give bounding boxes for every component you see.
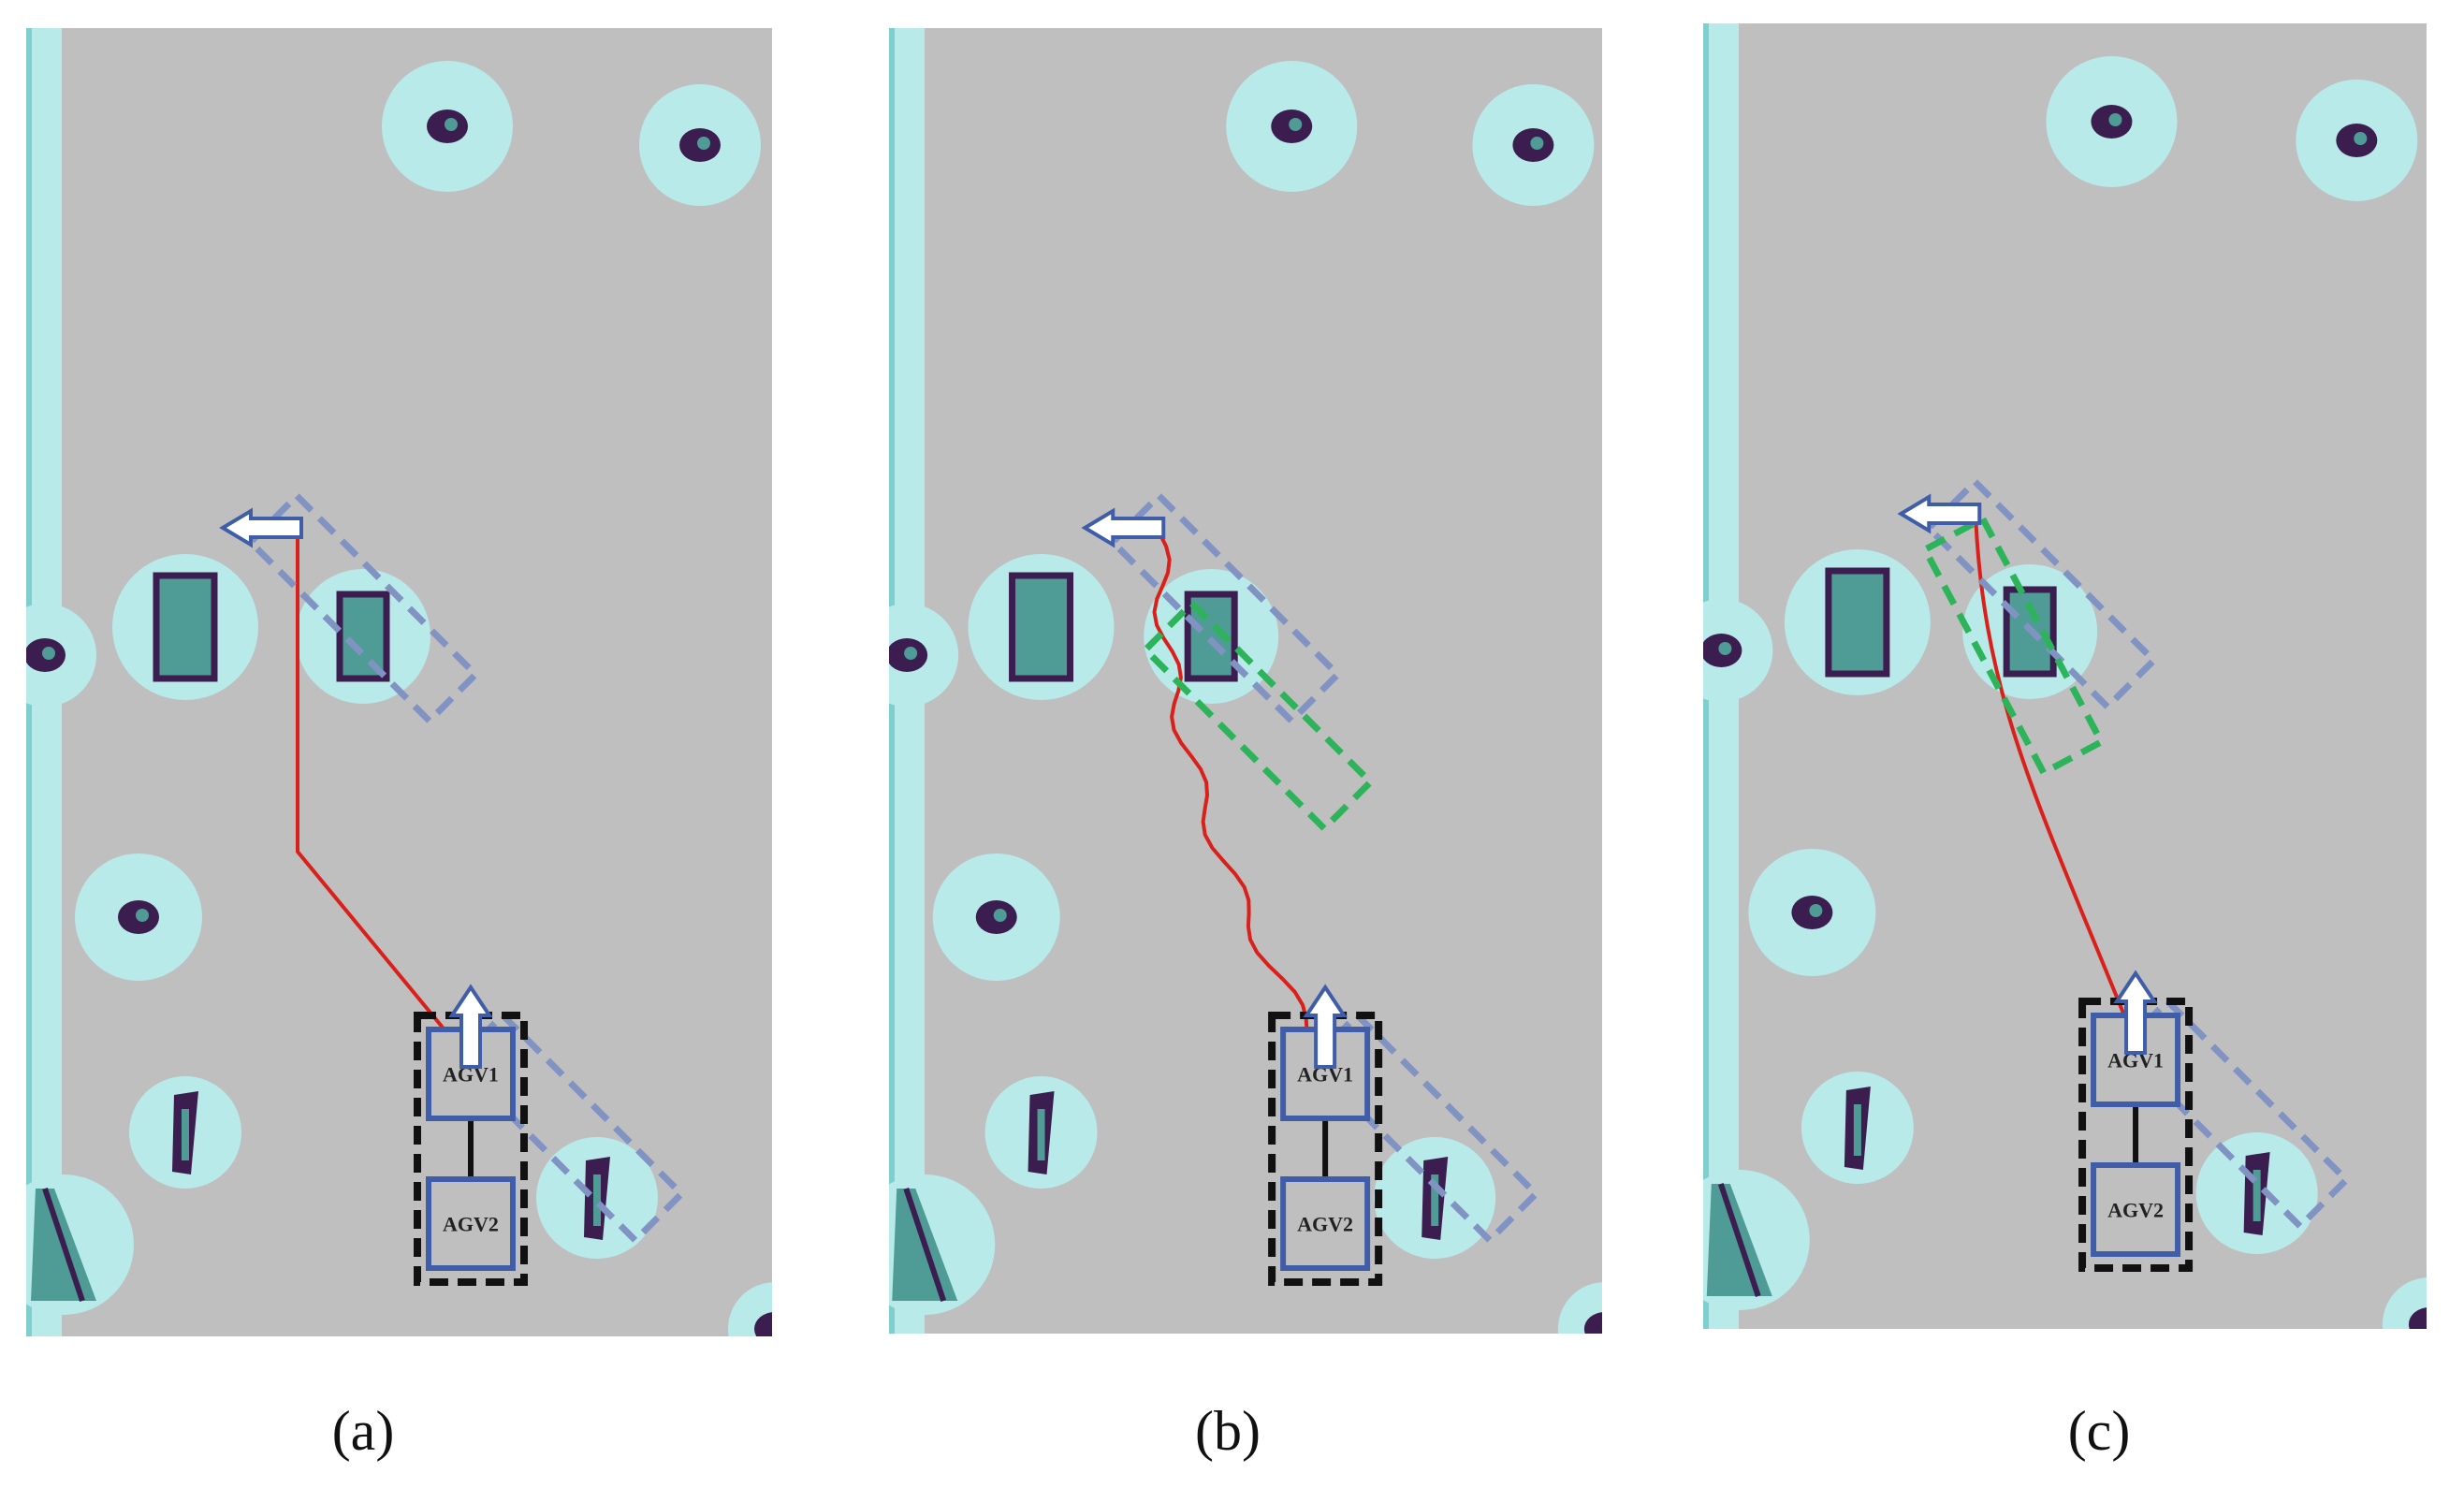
obstacle-1 [2046, 56, 2178, 187]
obstacle-core-highlight [1289, 118, 1303, 131]
agv2-box [426, 1176, 516, 1271]
start-heading-arrow [448, 984, 493, 1069]
obstacle-core [2408, 1307, 2427, 1329]
obstacle-core-highlight [445, 118, 458, 131]
obstacle-5 [26, 604, 96, 707]
obstacle-6 [75, 853, 202, 981]
obstacle-7 [1801, 1072, 1914, 1184]
planned-path [1974, 518, 2137, 1044]
obstacle-3 [968, 554, 1115, 700]
obstacle-4 [296, 569, 430, 704]
obstacle-core-highlight [697, 137, 710, 150]
obstacle-core [1583, 1312, 1602, 1334]
obstacle-9 [1703, 1170, 1810, 1310]
agv2-box [1280, 1176, 1371, 1271]
obstacle-core-highlight [993, 909, 1007, 922]
obstacle-9 [889, 1174, 996, 1315]
obstacle-5 [1703, 599, 1773, 702]
obstacle-core-highlight [2354, 132, 2368, 145]
obstacle-1 [1226, 61, 1358, 192]
obstacle-core [153, 572, 218, 682]
obstacle-core-highlight [2426, 1320, 2427, 1324]
goal-heading-arrow [1081, 507, 1166, 548]
obstacle-9 [26, 1174, 134, 1315]
obstacle-core-edge [42, 1188, 85, 1302]
obstacle-7 [129, 1076, 241, 1189]
obstacle-1 [382, 61, 513, 192]
obstacle-2 [2296, 80, 2418, 201]
obstacle-core-highlight [904, 647, 918, 660]
agv2-label: AGV2 [443, 1213, 499, 1236]
panel-b-caption: (b) [1195, 1400, 1261, 1462]
formation-frame [2078, 998, 2194, 1272]
obstacle-2 [1472, 84, 1595, 206]
obstacle-core [1825, 567, 1890, 678]
obstacle-6 [932, 853, 1060, 981]
obstacle-10 [1557, 1282, 1602, 1334]
obstacle-2 [639, 84, 761, 206]
obstacle-10 [2382, 1277, 2427, 1329]
obstacle-core-highlight [593, 1174, 601, 1226]
obstacle-3 [1784, 549, 1931, 695]
start-heading-arrow [2113, 970, 2158, 1055]
obstacle-core-highlight [182, 1109, 189, 1160]
obstacle-core-highlight [1037, 1109, 1045, 1160]
obstacle-core [1009, 572, 1074, 682]
obstacle-inflation [1557, 1282, 1602, 1334]
obstacle-6 [1748, 849, 1876, 976]
agv2-label: AGV2 [1297, 1213, 1353, 1236]
obstacle-core-highlight [1530, 137, 1544, 150]
obstacle-core-highlight [772, 1320, 785, 1334]
obstacle-core-highlight [42, 647, 55, 660]
goal-heading-arrow [219, 507, 303, 548]
obstacle-core-edge [903, 1188, 947, 1302]
obstacle-3 [112, 554, 258, 700]
formation-frame [414, 1012, 528, 1286]
obstacle-core-edge [1717, 1183, 1761, 1297]
agv2-label: AGV2 [2107, 1199, 2164, 1222]
goal-heading-arrow [1897, 493, 1982, 534]
panel-c-caption: (c) [2067, 1400, 2131, 1462]
obstacle-5 [889, 604, 959, 707]
obstacle-8 [1374, 1137, 1496, 1259]
agv2-box [2091, 1162, 2181, 1257]
obstacle-core-highlight [136, 909, 149, 922]
planned-path [1152, 532, 1318, 1058]
obstacle-core-highlight [1718, 642, 1732, 655]
obstacle-7 [984, 1076, 1098, 1189]
obstacle-10 [728, 1282, 785, 1336]
obstacle-8 [2195, 1132, 2318, 1254]
obstacle-core-highlight [2108, 113, 2122, 126]
panel-a-caption: (a) [331, 1400, 395, 1462]
obstacle-core-highlight [1853, 1104, 1861, 1156]
start-heading-arrow [1303, 984, 1348, 1069]
obstacle-core [754, 1312, 772, 1336]
obstacle-core-highlight [1431, 1174, 1439, 1226]
obstacle-core-highlight [1601, 1325, 1602, 1329]
obstacle-inflation [728, 1282, 772, 1336]
obstacle-core-highlight [2253, 1170, 2261, 1221]
obstacle-core [336, 591, 390, 682]
formation-frame [1268, 1012, 1383, 1286]
obstacle-core-highlight [1809, 904, 1823, 917]
